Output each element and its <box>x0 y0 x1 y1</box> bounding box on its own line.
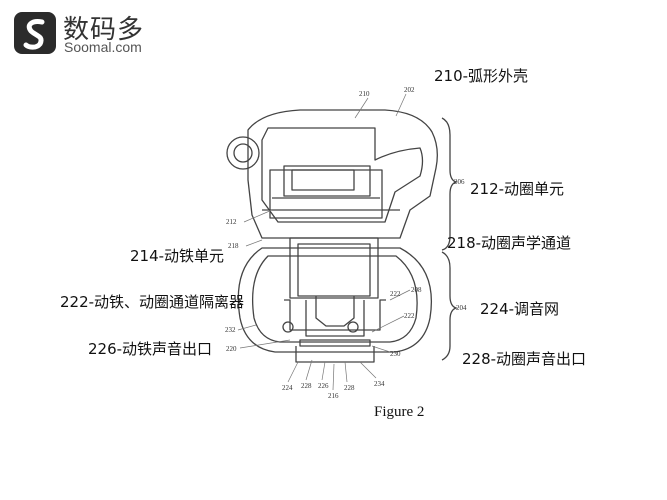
ref-234: 234 <box>374 380 385 388</box>
dynamic-driver <box>269 169 383 219</box>
watermark-site: Soomal.com <box>64 39 142 55</box>
ref-224: 224 <box>282 384 293 392</box>
bracket-204 <box>441 251 459 361</box>
ref-218: 218 <box>228 242 239 250</box>
label-226-ba-outlet: 226-动铁声音出口 <box>88 340 213 358</box>
label-214-balanced-armature: 214-动铁单元 <box>130 247 225 265</box>
ref-202: 202 <box>404 86 415 94</box>
ref-222b: 222 <box>404 312 415 320</box>
balanced-armature <box>289 237 379 299</box>
label-222-isolator: 222-动铁、动圈通道隔离器 <box>60 293 245 311</box>
ear-loop <box>226 136 260 170</box>
ref-216: 216 <box>328 392 339 400</box>
ref-204: 204 <box>456 304 467 312</box>
label-212-dynamic-driver: 212-动圈单元 <box>470 180 565 198</box>
isolator <box>284 299 386 331</box>
ref-220: 220 <box>226 345 237 353</box>
label-228-dynamic-outlet: 228-动圈声音出口 <box>462 350 587 368</box>
ref-232: 232 <box>225 326 236 334</box>
ref-228b: 228 <box>344 384 355 392</box>
watermark-name: 数码多 <box>63 15 145 45</box>
label-218-dynamic-channel: 218-动圈声学通道 <box>447 234 572 252</box>
label-210-arc-shell: 210-弧形外壳 <box>434 67 529 85</box>
ref-208: 208 <box>411 286 422 294</box>
ref-222a: 222 <box>390 290 401 298</box>
soomal-logo-icon <box>14 12 56 54</box>
tuning-mesh <box>299 339 371 347</box>
label-224-tuning-mesh: 224-调音网 <box>480 300 560 318</box>
bracket-206 <box>441 117 459 251</box>
ref-206: 206 <box>454 178 465 186</box>
lower-dome <box>237 247 433 353</box>
ref-226: 226 <box>318 382 329 390</box>
ref-228a: 228 <box>301 382 312 390</box>
ref-230: 230 <box>390 350 401 358</box>
ref-212: 212 <box>226 218 237 226</box>
ref-210: 210 <box>359 90 370 98</box>
figure-caption: Figure 2 <box>374 404 425 420</box>
arc-shell <box>247 109 438 239</box>
